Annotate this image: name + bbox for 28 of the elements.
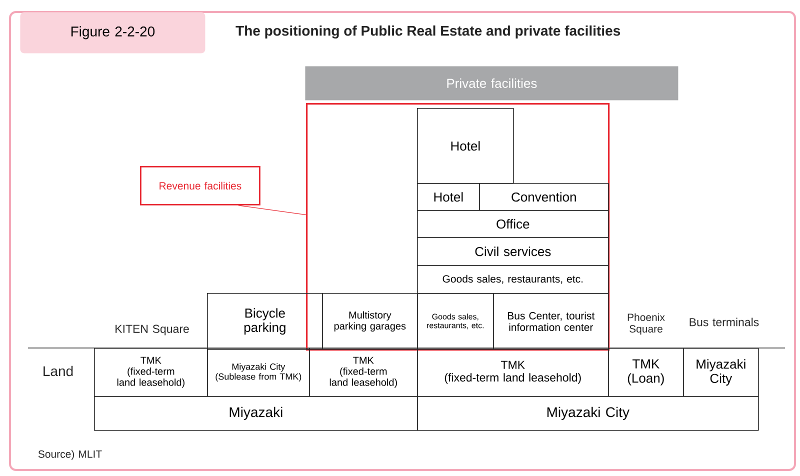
area-label: KITEN Square (116, 324, 189, 336)
figure-tab: Figure 2-2-20 (20, 12, 206, 54)
area-label: Phoenix Square (628, 313, 665, 335)
row-label: Land (44, 366, 73, 376)
facility-box: Hotel (417, 108, 514, 184)
table-cell: TMK (fixed-term land leasehold) (309, 348, 418, 397)
table-cell: TMK (Loan) (608, 348, 684, 397)
callout-box: Revenue facilities (140, 166, 260, 206)
area-label: Bus terminals (690, 318, 759, 326)
title: The positioning of Public Real Estate and private facilities (236, 25, 620, 39)
table-cell: TMK (fixed-term land leasehold) (94, 348, 208, 397)
leader-line (238, 205, 306, 216)
table-cell: Miyazaki City (Sublease from TMK) (207, 348, 310, 397)
facility-box: Multistory parking garages (322, 293, 418, 350)
facility-box: Goods sales, restaurants, etc. (417, 293, 494, 350)
facility-box: Hotel (417, 183, 480, 211)
table-cell: Miyazaki (94, 396, 418, 431)
facility-box: Office (417, 210, 609, 238)
header-band: Private facilities (305, 66, 678, 100)
facility-box: Bus Center, tourist information center (493, 293, 609, 350)
table-cell: Miyazaki City (417, 396, 759, 431)
facility-box: Bicycle parking (207, 293, 323, 350)
source-note: Source) MLIT (38, 450, 102, 460)
facility-box: Civil services (417, 237, 609, 266)
table-cell: Miyazaki City (683, 348, 759, 397)
facility-box: Convention (479, 183, 609, 211)
table-cell: TMK (fixed-term land leasehold) (417, 348, 609, 397)
facility-box: Goods sales, restaurants, etc. (417, 265, 609, 294)
